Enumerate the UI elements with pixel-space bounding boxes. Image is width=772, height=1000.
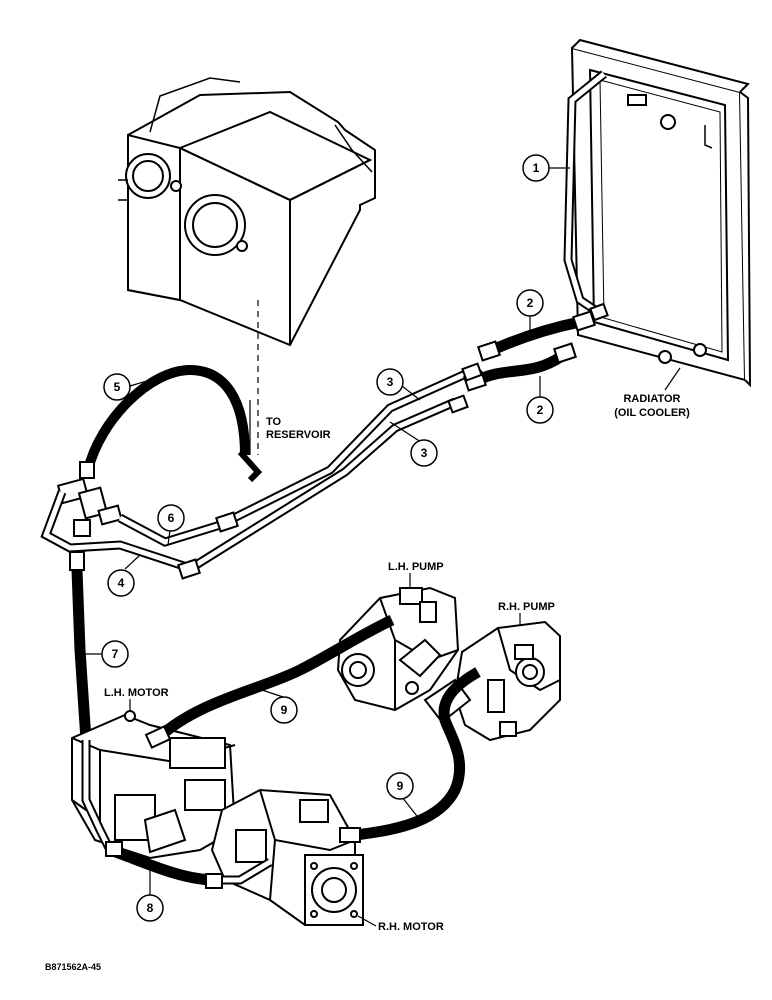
callout-9-left: 9 <box>270 696 298 724</box>
svg-text:9: 9 <box>397 779 404 793</box>
svg-text:3: 3 <box>421 446 428 460</box>
svg-text:4: 4 <box>118 576 125 590</box>
hydraulic-reservoir <box>118 77 376 347</box>
radiator-oil-cooler <box>570 38 752 388</box>
svg-text:7: 7 <box>112 647 119 661</box>
hose-9-left <box>144 615 395 749</box>
hose-7 <box>69 551 92 741</box>
hose-5 <box>79 364 263 483</box>
tube-1 <box>563 70 607 316</box>
lh-pump <box>336 586 460 712</box>
tube-6 <box>117 514 232 547</box>
lh-motor-label: L.H. MOTOR <box>104 687 169 699</box>
callout-2-lower: 2 <box>526 396 554 424</box>
svg-text:5: 5 <box>114 380 121 394</box>
rh-motor-label-leader <box>357 915 377 927</box>
tube-4 <box>40 490 192 573</box>
callout-7: 7 <box>101 640 129 668</box>
callout-3-lower: 3 <box>410 439 438 467</box>
tube-fittings <box>177 511 239 580</box>
rh-motor <box>210 788 364 927</box>
callout-9-right: 9 <box>386 772 414 800</box>
hose-2-upper <box>477 310 596 362</box>
svg-text:2: 2 <box>527 296 534 310</box>
hose-9-right <box>339 667 481 843</box>
callout-6: 6 <box>157 504 185 532</box>
lh-pump-label: L.H. PUMP <box>388 561 444 573</box>
callout-2-upper: 2 <box>516 289 544 317</box>
svg-text:8: 8 <box>147 901 154 915</box>
tee-fitting-assembly <box>56 477 123 537</box>
radiator-fittings <box>447 302 609 414</box>
svg-text:3: 3 <box>387 375 394 389</box>
radiator-label-line2: (OIL COOLER) <box>614 407 690 419</box>
tube-3-lower <box>185 397 457 574</box>
to-reservoir-label-line2: RESERVOIR <box>266 429 331 441</box>
hose-8 <box>81 740 273 889</box>
svg-text:9: 9 <box>281 703 288 717</box>
callout-3-upper: 3 <box>376 368 404 396</box>
callout-4: 4 <box>107 569 135 597</box>
callout-1: 1 <box>522 154 550 182</box>
rh-pump-label: R.H. PUMP <box>498 601 555 613</box>
radiator-label-line1: RADIATOR <box>623 393 680 405</box>
svg-text:2: 2 <box>537 403 544 417</box>
tube-3-upper <box>217 367 472 530</box>
svg-text:6: 6 <box>168 511 175 525</box>
callout-5: 5 <box>103 373 131 401</box>
figure-reference: B871562A-45 <box>45 962 101 972</box>
rh-motor-label: R.H. MOTOR <box>378 921 444 933</box>
radiator-label-leader <box>664 367 681 391</box>
svg-text:1: 1 <box>533 161 540 175</box>
callout-leaders <box>84 167 570 895</box>
callout-8: 8 <box>136 894 164 922</box>
to-reservoir-label-line1: TO <box>266 416 282 428</box>
